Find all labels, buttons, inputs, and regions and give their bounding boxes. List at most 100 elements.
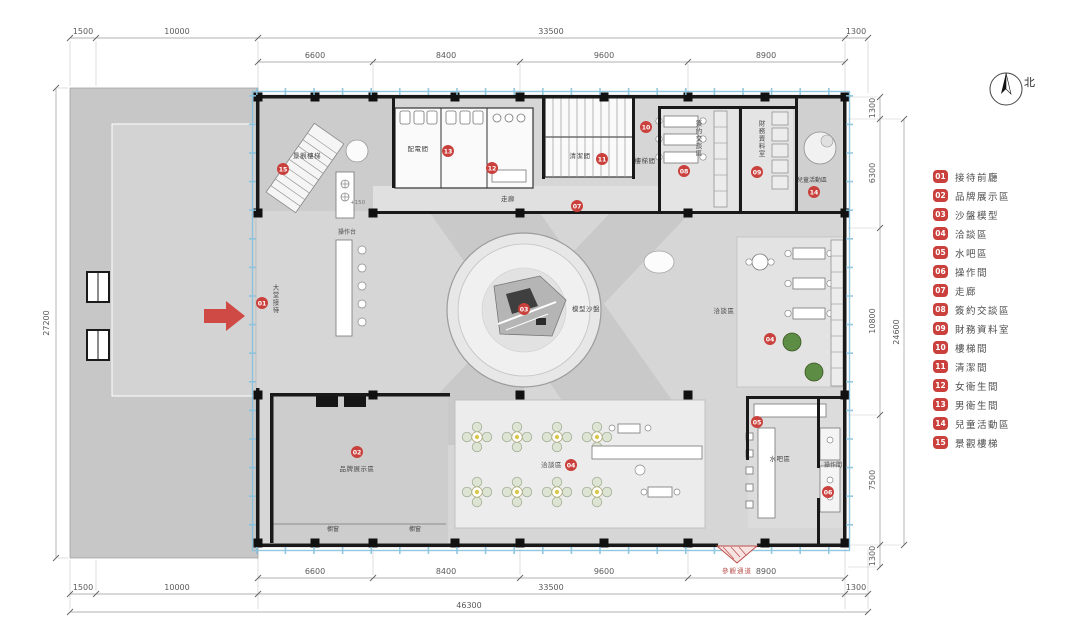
room-label-operation-room: 操作間 [824, 461, 842, 469]
compass-needle-dark [1001, 73, 1006, 94]
level-annotation: +150 [350, 200, 366, 206]
legend-badge: 07 [933, 284, 948, 297]
svg-text:05: 05 [753, 419, 762, 426]
room-label-stair-room: 樓梯間 [635, 156, 656, 165]
room-label-window-2: 櫥窗 [409, 525, 421, 533]
dim-bottom2-3: 1300 [846, 583, 866, 592]
curtain-wall [249, 88, 853, 554]
dimension-left: 27200 [42, 84, 60, 562]
dim-bottom1-1: 8400 [436, 567, 456, 576]
plant-icon [782, 332, 802, 352]
legend-label: 水吧區 [955, 248, 989, 260]
brand-display-blocks [272, 396, 446, 525]
dim-bottom1-0: 6600 [305, 567, 325, 576]
dim-right1-3: 7500 [868, 470, 877, 490]
room-label-window-1: 櫥窗 [327, 525, 339, 533]
legend-badge: 09 [933, 322, 948, 335]
terrace [69, 87, 259, 559]
extension-lines [58, 41, 901, 609]
room-badge-13: 13 [442, 145, 454, 157]
room-label-negotiation-right: 洽談區 [714, 306, 735, 315]
room-badges: 01 02 03 04 04 05 06 07 08 09 10 11 12 1… [256, 121, 834, 498]
finance-room-shelves [771, 111, 789, 190]
dim-top2-2: 9600 [594, 51, 614, 60]
legend-badge: 15 [933, 436, 948, 449]
signing-area-furniture [655, 110, 728, 208]
room-label-counter: 操作台 [338, 228, 356, 236]
dimension-right-total: 24600 [892, 115, 908, 549]
water-bar-furniture [745, 403, 841, 519]
landscape-stair [265, 122, 345, 214]
dimension-bottom-row2: 1500 10000 33500 1300 [66, 583, 872, 598]
room-badge-14: 14 [808, 186, 820, 198]
dim-bottom1-2: 9600 [594, 567, 614, 576]
legend-item: 01 接待前廳 [933, 170, 1010, 184]
svg-text:08: 08 [680, 168, 689, 175]
svg-text:09: 09 [753, 169, 762, 176]
seating-clusters [461, 421, 703, 508]
dim-left-total: 27200 [42, 310, 51, 335]
legend-badge: 05 [933, 246, 948, 259]
room-label-corridor: 走廊 [501, 194, 515, 203]
seating-area-floor [454, 399, 706, 529]
legend-badge: 01 [933, 170, 948, 183]
dim-right1-2: 10800 [868, 308, 877, 333]
room-label-power-room: 配電間 [408, 145, 429, 153]
legend-label: 兒童活動區 [955, 419, 1011, 431]
legend-label: 財務資料室 [955, 324, 1011, 336]
legend-badge: 08 [933, 303, 948, 316]
legend-label: 接待前廳 [955, 172, 1000, 184]
north-compass: 北 [989, 72, 1035, 106]
legend-badge: 10 [933, 341, 948, 354]
room-badge-10: 10 [640, 121, 652, 133]
svg-text:14: 14 [810, 189, 819, 196]
legend-label: 清潔間 [955, 362, 989, 374]
room-badge-12: 12 [486, 162, 498, 174]
plant-icon [804, 362, 824, 382]
legend-badge: 14 [933, 417, 948, 430]
entry-direction-arrow [204, 301, 245, 331]
room-label-brand-area: 品牌展示區 [340, 464, 375, 473]
legend-label: 操作間 [955, 267, 989, 279]
legend-label: 洽談區 [955, 229, 989, 241]
dimension-right-row1: 1300 6300 10800 7500 1300 [868, 93, 884, 571]
room-badge-04-right: 04 [764, 333, 776, 345]
dim-right1-4: 1300 [868, 546, 877, 566]
compass-needle-light [1005, 72, 1012, 95]
room-label-signing-area: 簽約交談區 [694, 119, 702, 158]
dim-top1-0: 1500 [73, 27, 93, 36]
room-brand-floor [272, 395, 448, 543]
dim-top1-3: 1300 [846, 27, 866, 36]
room-badge-09: 09 [751, 166, 763, 178]
svg-text:12: 12 [488, 165, 497, 172]
legend-badge: 03 [933, 208, 948, 221]
dim-bottom2-1: 10000 [164, 583, 189, 592]
room-label-landscape-stair: 景觀樓梯 [293, 151, 321, 160]
room-label-lobby: 大堂接待 [271, 283, 279, 315]
room-badge-03: 03 [518, 303, 530, 315]
legend-badge: 02 [933, 189, 948, 202]
legend-badge: 13 [933, 398, 948, 411]
dim-bottom1-3: 8900 [756, 567, 776, 576]
room-badge-06: 06 [822, 486, 834, 498]
dim-total: 46300 [456, 601, 481, 610]
walls [256, 95, 847, 547]
dimension-bottom-row1: 6600 8400 9600 8900 [254, 567, 849, 582]
room-label-children-area: 兒童活動區 [797, 176, 827, 184]
svg-text:01: 01 [258, 300, 267, 307]
restrooms [394, 107, 534, 189]
svg-text:04: 04 [567, 462, 576, 469]
reception-counter [335, 171, 367, 337]
room-badge-02: 02 [351, 446, 363, 458]
legend-item: 05 水吧區 [933, 246, 1010, 260]
